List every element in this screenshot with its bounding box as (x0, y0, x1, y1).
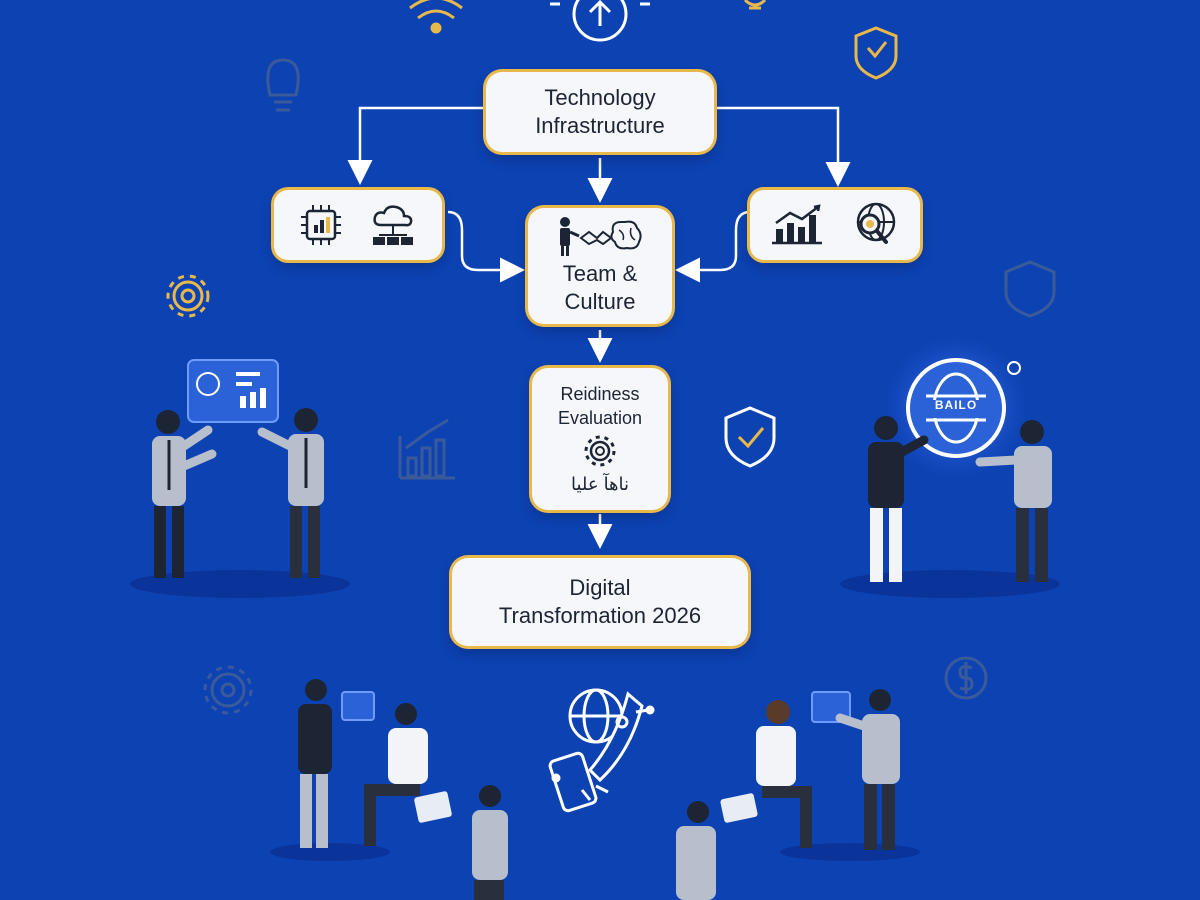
arrow-tech-to-left (347, 106, 484, 185)
shield-check-icon (724, 406, 776, 468)
people-globe-right (840, 336, 1060, 598)
label-line: Digital (569, 575, 631, 600)
rocket-launch-icon (548, 688, 655, 813)
arrow-tech-to-right (716, 106, 851, 187)
wifi-icon (409, 0, 463, 34)
node-label: Technology Infrastructure (535, 84, 665, 140)
cloud-network-icon (373, 205, 413, 245)
gear-icon (166, 274, 210, 318)
arrow-right-to-team (675, 210, 751, 283)
chip-icon (301, 205, 341, 245)
globe-label: BAILO (934, 398, 978, 412)
people-discussion-left (130, 359, 350, 598)
dollar-coin-icon (944, 656, 988, 700)
card-hardware-cloud (274, 190, 442, 260)
label-line: Evaluation (557, 408, 643, 428)
team-handshake-icon (560, 217, 642, 256)
chart-growth-icon (398, 418, 455, 480)
label-line: Technology (544, 85, 656, 110)
label-line: Reidiness (560, 384, 640, 404)
node-label-arabic: ناهآ عليا (571, 472, 629, 496)
node-team-culture: Team & Culture (528, 208, 672, 324)
upload-gear-icon (550, 0, 650, 42)
gear-icon (203, 665, 253, 715)
label-line: Infrastructure (535, 113, 665, 138)
people-collab-bottom-left (270, 679, 508, 900)
connectors (347, 106, 851, 549)
node-digital-transformation: Digital Transformation 2026 (452, 558, 748, 646)
bar-chart-icon (772, 204, 822, 245)
card-analytics (750, 190, 920, 260)
lightbulb-icon (266, 58, 300, 112)
shield-check-icon (854, 26, 898, 80)
label-line: Team & (562, 261, 638, 286)
shield-icon (1004, 260, 1056, 318)
label-line: Transformation 2026 (498, 603, 702, 628)
node-label: Reidiness Evaluation (558, 382, 642, 430)
gear-icon (584, 435, 616, 467)
people-collab-bottom-right (676, 689, 920, 900)
label-line: ناهآ عليا (570, 474, 630, 494)
lightbulb-icon (743, 0, 767, 10)
node-label: Digital Transformation 2026 (499, 574, 701, 630)
globe-search-icon (856, 202, 896, 244)
node-label: Team & Culture (563, 260, 638, 316)
node-readiness-evaluation: Reidiness Evaluation ناهآ عليا (532, 368, 668, 510)
arrow-left-to-team (447, 210, 525, 283)
label-line: Culture (564, 289, 636, 314)
node-technology-infrastructure: Technology Infrastructure (486, 72, 714, 152)
